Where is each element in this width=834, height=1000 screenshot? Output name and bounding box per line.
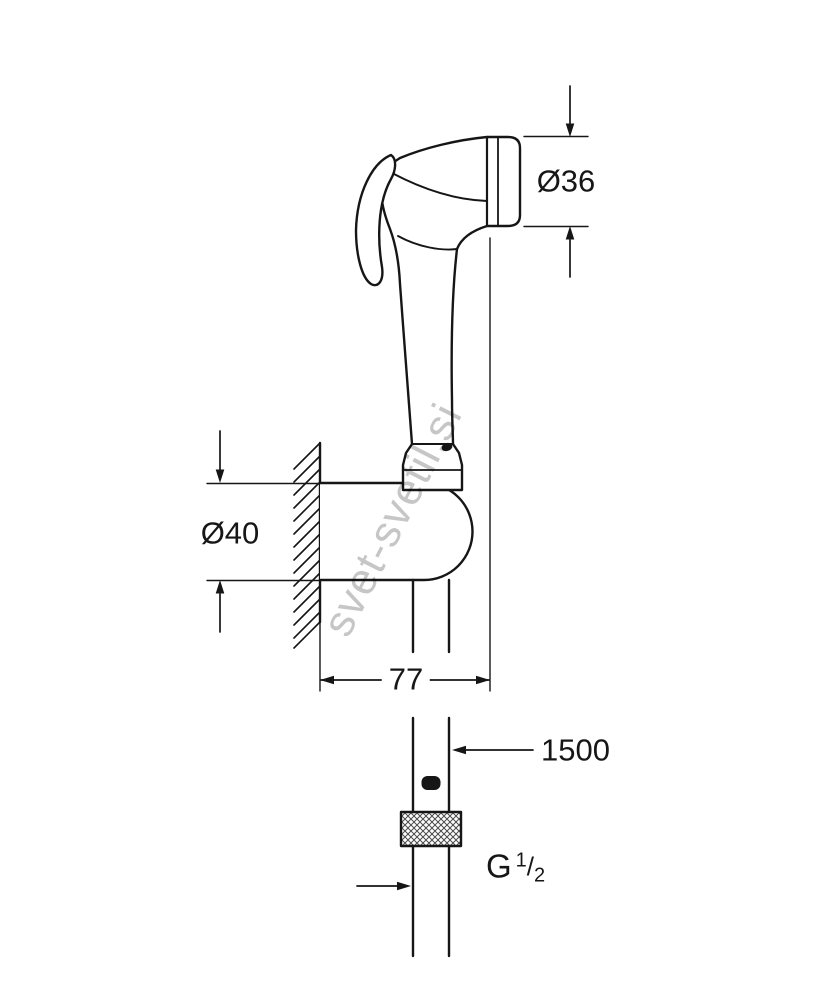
wall-section [293,441,322,692]
dimension-holder-diameter [206,430,321,633]
body-seam-upper [391,172,488,202]
dim36-arrow-down [565,123,575,137]
dimension-head-diameter [523,85,589,278]
thread-numerator: 1 [515,849,527,872]
thread-denominator: 2 [534,864,546,887]
dimension-thread [356,881,411,891]
hose-upper-segment [411,716,451,814]
thread-slash: / [526,851,535,882]
hose-slot [421,776,441,790]
hose-lower-segment [411,844,451,958]
thread-prefix: G [486,847,512,885]
thread-arrow-right [397,881,411,891]
dim40-extension-lines [206,482,321,582]
dim-head-diameter-label: Ø36 [536,163,596,199]
trigger-lever [354,153,397,287]
dim1500-arrow-left [452,745,466,755]
hose-detail [399,716,463,958]
dim36-extension-lines [523,135,589,228]
hose-knurled-nut [399,810,463,848]
dim-holder-diameter-label: Ø40 [200,515,260,551]
dim40-arrow-down [215,469,225,483]
body-seam-lower [397,235,458,251]
hose-outlet-lines [411,578,451,654]
dimension-hose-length [452,745,534,755]
dim40-arrow-up [215,580,225,594]
dim-hose-length-label: 1500 [541,732,610,768]
dim77-arrow-right [476,675,490,685]
dim-wall-distance-label: 77 [381,663,431,695]
hose-upper-outlet [411,578,451,654]
dim36-arrow-up [565,226,575,240]
handle-button [441,442,453,452]
hand-shower [354,135,522,492]
dim77-arrow-left [320,675,334,685]
wall-hatch-lines [293,442,321,649]
